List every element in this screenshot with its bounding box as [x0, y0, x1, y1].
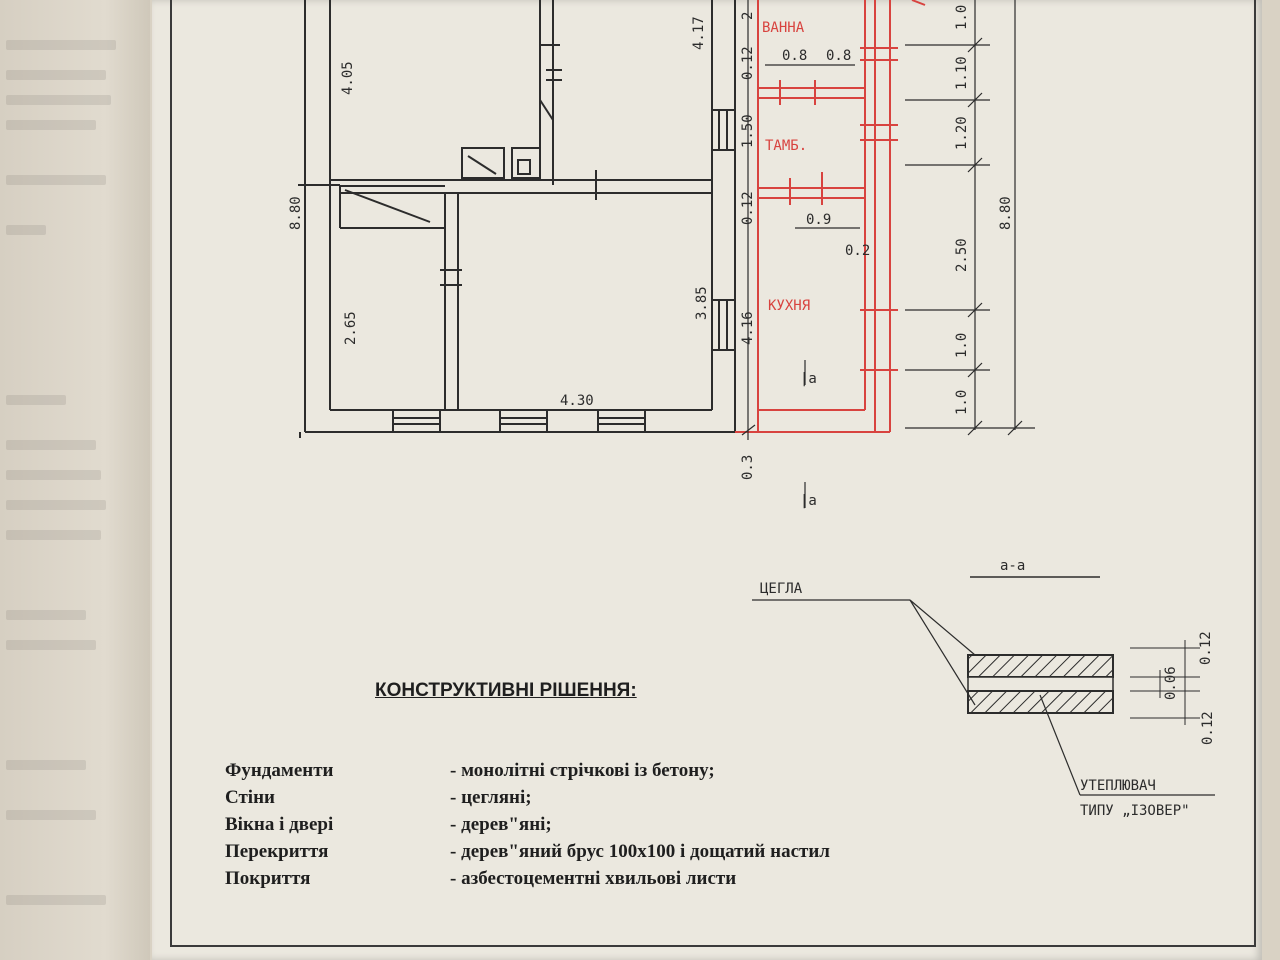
- ghost-text: [6, 395, 66, 405]
- ghost-text: [6, 810, 96, 820]
- ghost-text: [6, 95, 111, 105]
- spec-row: Стіни - цегляні;: [225, 787, 830, 814]
- dim-03: 0.3: [740, 455, 756, 480]
- wall-section-detail: а-а ЦЕГЛА 0.12 0.06 0.12 УТЕПЛЮВАЧ ТИПУ …: [752, 558, 1216, 819]
- extension-walls: [735, 0, 926, 433]
- dim-right-110: 1.10: [954, 56, 970, 90]
- spec-value: - монолітні стрічкові із бетону;: [450, 760, 715, 781]
- dim-012: 0.12: [740, 46, 756, 80]
- ghost-text: [6, 610, 86, 620]
- ghost-text: [6, 500, 106, 510]
- section-thickness-3: 0.12: [1200, 711, 1216, 745]
- dim-417: 4.17: [691, 16, 707, 50]
- dim-265: 2.65: [343, 311, 359, 345]
- section-brick-label: ЦЕГЛА: [760, 581, 803, 597]
- ghost-text: [6, 225, 46, 235]
- dim-2: 2: [740, 12, 756, 20]
- dim-08b: 0.8: [826, 48, 851, 64]
- dim-right-10a: 1.0: [954, 5, 970, 30]
- ghost-text: [6, 760, 86, 770]
- room-label-kitchen: КУХНЯ: [768, 298, 810, 314]
- section-insulation-label-2: ТИПУ „ІЗОВЕР": [1080, 803, 1190, 819]
- dim-385: 3.85: [694, 286, 710, 320]
- dim-02: 0.2: [845, 243, 870, 259]
- dim-08a: 0.8: [782, 48, 807, 64]
- ghost-text: [6, 895, 106, 905]
- spec-name: Стіни: [225, 787, 275, 808]
- ghost-text: [6, 640, 96, 650]
- spec-row: Перекриття - дерев"яний брус 100х100 і д…: [225, 841, 830, 868]
- ghost-text: [6, 530, 101, 540]
- insulation-layer: [967, 676, 1114, 692]
- dim-405: 4.05: [340, 61, 356, 95]
- brick-layer-top: [967, 654, 1114, 678]
- adjacent-page: [0, 0, 150, 960]
- spec-name: Покриття: [225, 868, 311, 889]
- spec-row: Покриття - азбестоцементні хвильові лист…: [225, 868, 830, 895]
- spec-value: - дерев"яні;: [450, 814, 552, 835]
- dim-880-left: 8.80: [288, 196, 304, 230]
- spec-name: Вікна і двері: [225, 814, 334, 835]
- room-label-vestibule: ТАМБ.: [765, 138, 807, 154]
- brick-layer-bottom: [967, 690, 1114, 714]
- ghost-text: [6, 70, 106, 80]
- dim-150: 1.50: [740, 114, 756, 148]
- dim-09: 0.9: [806, 212, 831, 228]
- section-title: а-а: [1000, 558, 1025, 574]
- ghost-text: [6, 175, 106, 185]
- spec-value: - азбестоцементні хвильові листи: [450, 868, 737, 889]
- spec-name: Перекриття: [225, 841, 329, 862]
- room-label-bath: ВАННА: [762, 20, 805, 36]
- dim-right-10c: 1.0: [954, 390, 970, 415]
- ghost-text: [6, 120, 96, 130]
- section-insulation-label-1: УТЕПЛЮВАЧ: [1080, 778, 1156, 794]
- sheet-frame: [170, 0, 1256, 947]
- spec-value: - цегляні;: [450, 787, 532, 808]
- spec-row: Фундаменти - монолітні стрічкові із бето…: [225, 760, 830, 787]
- dim-430: 4.30: [560, 393, 594, 409]
- dimension-lines: [741, 0, 1035, 508]
- dim-right-880: 8.80: [998, 196, 1014, 230]
- section-mark-bottom: |а: [800, 493, 817, 509]
- dim-right-250: 2.50: [954, 238, 970, 272]
- ghost-text: [6, 470, 101, 480]
- ghost-text: [6, 440, 96, 450]
- dim-012b: 0.12: [740, 191, 756, 225]
- dim-right-120: 1.20: [954, 116, 970, 150]
- spec-name: Фундаменти: [225, 760, 334, 781]
- spec-value: - дерев"яний брус 100х100 і дощатий наст…: [450, 841, 830, 862]
- main-building-walls: [298, 0, 736, 438]
- ghost-text: [6, 40, 116, 50]
- drawing-sheet: [152, 0, 1262, 960]
- constructive-solutions-title: КОНСТРУКТИВНІ РІШЕННЯ:: [375, 680, 637, 701]
- dim-416: 4.16: [740, 311, 756, 345]
- section-thickness-2: 0.06: [1163, 666, 1179, 700]
- section-thickness-1: 0.12: [1198, 631, 1214, 665]
- dim-right-10b: 1.0: [954, 333, 970, 358]
- constructive-solutions-list: Фундаменти - монолітні стрічкові із бето…: [225, 760, 830, 895]
- spec-row: Вікна і двері - дерев"яні;: [225, 814, 830, 841]
- section-mark-top: |а: [800, 371, 817, 387]
